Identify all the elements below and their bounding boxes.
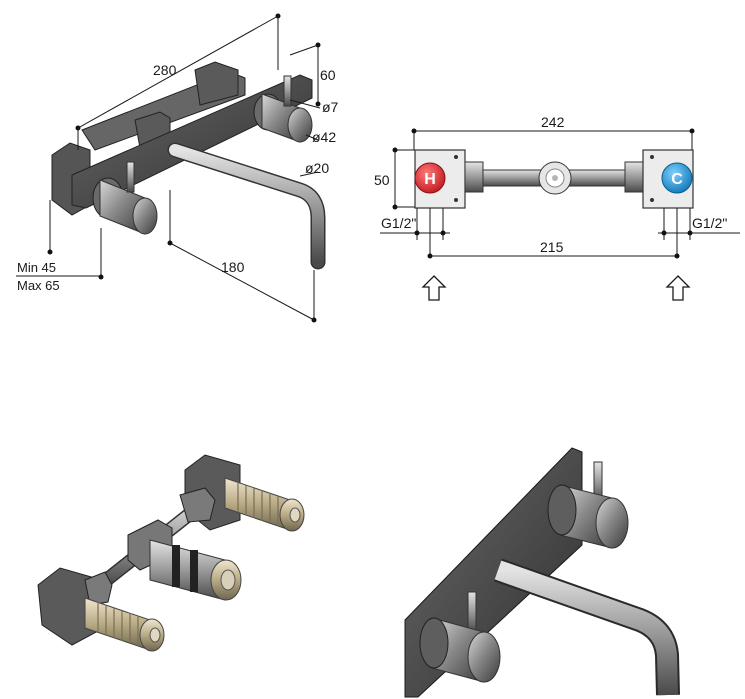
dim-width: 280 xyxy=(153,62,177,78)
dim-height: 50 xyxy=(374,172,390,188)
finished-faucet-illustration xyxy=(404,447,680,698)
cold-label: C xyxy=(671,171,683,188)
dim-min: Min 45 xyxy=(17,260,56,275)
dim-lever-height: 60 xyxy=(320,67,336,83)
dim-total: 242 xyxy=(541,114,565,130)
rough-in-valve-illustration xyxy=(37,454,305,652)
thread-right: G1/2" xyxy=(692,215,727,231)
thread-left: G1/2" xyxy=(381,215,416,231)
dim-centers: 215 xyxy=(540,239,564,255)
dim-lever-dia: ø7 xyxy=(322,99,339,115)
dim-handle-dia: ø42 xyxy=(312,129,336,145)
rough-in-dimension-drawing: 242 50 H C G1/2" xyxy=(374,114,740,301)
faucet-dimension-drawing: 280 60 ø7 ø42 ø20 180 Min 45 Max 65 xyxy=(16,13,339,323)
dim-spout-dia: ø20 xyxy=(305,160,329,176)
dim-spout-length: 180 xyxy=(221,259,245,275)
hot-label: H xyxy=(424,171,436,188)
inlet-arrow-icon xyxy=(665,275,691,301)
dim-max: Max 65 xyxy=(17,278,60,293)
inlet-arrow-icon xyxy=(421,275,447,301)
